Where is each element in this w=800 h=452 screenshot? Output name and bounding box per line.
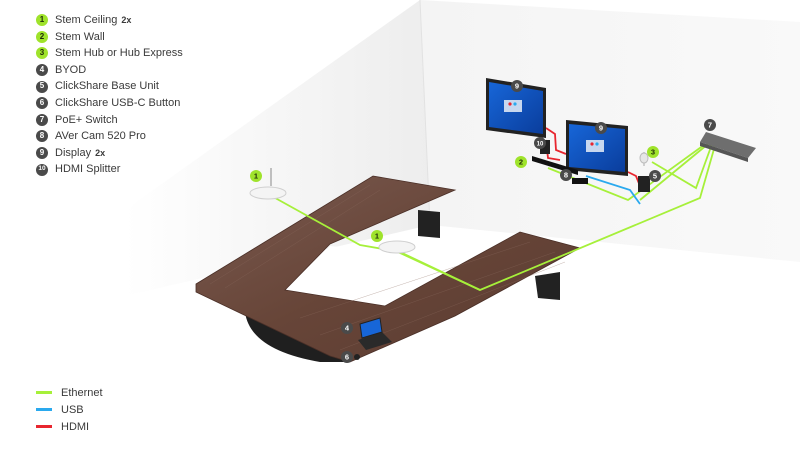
callout-hub: 3: [647, 146, 659, 158]
legend-item-camera: 8 AVer Cam 520 Pro: [36, 128, 183, 145]
legend-label: BYOD: [55, 63, 87, 76]
legend-label: HDMI Splitter: [55, 163, 121, 176]
legend-badge: 2: [36, 30, 48, 43]
table-top: [195, 175, 582, 363]
legend-badge: 3: [36, 47, 48, 60]
callout-display-right: 9: [595, 122, 607, 134]
legend-label: Display: [55, 146, 92, 159]
wood-grain: [209, 184, 566, 351]
svg-text:1: 1: [375, 232, 379, 241]
svg-text:3: 3: [651, 148, 655, 157]
legend-qty: 2x: [95, 147, 106, 158]
legend-item-stem-ceiling: 1 Stem Ceiling 2x: [36, 12, 183, 29]
legend-label: Stem Wall: [55, 30, 105, 43]
callout-wall-mic: 2: [515, 156, 527, 168]
cable-label: USB: [61, 403, 84, 416]
callout-switch: 7: [704, 119, 716, 131]
ceiling-mic-center: [378, 240, 416, 254]
table-leg-back: [418, 210, 440, 238]
legend-badge: 9: [36, 147, 48, 160]
base-unit: [638, 176, 650, 192]
legend-item-byod: 4 BYOD: [36, 62, 183, 79]
legend-badge: 5: [36, 80, 48, 93]
legend-item-hdmi-splitter: 10 HDMI Splitter: [36, 161, 183, 178]
display-right: [566, 120, 628, 176]
ethernet-swatch: [36, 391, 52, 394]
legend-label: Stem Hub or Hub Express: [55, 47, 183, 60]
usb-c-button: [354, 354, 360, 360]
poe-switch: [700, 132, 756, 162]
legend-item-base-unit: 5 ClickShare Base Unit: [36, 78, 183, 95]
usb-swatch: [36, 408, 52, 411]
legend-label: PoE+ Switch: [55, 113, 118, 126]
cable-label: Ethernet: [61, 386, 103, 399]
legend-label: ClickShare Base Unit: [55, 80, 159, 93]
svg-text:7: 7: [708, 121, 712, 130]
byod-laptop: [358, 317, 392, 350]
cable-legend: Ethernet USB HDMI: [36, 384, 103, 435]
legend-qty: 2x: [121, 15, 132, 25]
display-left: [486, 78, 546, 138]
callout-ceiling-left: 1: [250, 170, 262, 182]
svg-text:8: 8: [564, 171, 568, 180]
component-legend: 1 Stem Ceiling 2x 2 Stem Wall 3 Stem Hub…: [36, 12, 183, 178]
svg-text:2: 2: [519, 158, 523, 167]
svg-text:1: 1: [254, 172, 258, 181]
usb-cable: [585, 175, 641, 205]
legend-badge: 6: [36, 97, 48, 110]
cable-legend-ethernet: Ethernet: [36, 384, 103, 401]
legend-label: ClickShare USB-C Button: [55, 96, 181, 109]
callout-splitter: 10: [534, 137, 546, 149]
svg-text:5: 5: [653, 172, 657, 181]
hdmi-swatch: [36, 425, 52, 428]
ceiling-mic-left: [249, 168, 287, 200]
svg-text:9: 9: [599, 124, 603, 133]
cable-legend-hdmi: HDMI: [36, 418, 103, 435]
callout-ceiling-center: 1: [371, 230, 383, 242]
svg-text:10: 10: [537, 141, 544, 147]
legend-item-stem-wall: 2 Stem Wall: [36, 29, 183, 46]
legend-badge: 8: [36, 130, 48, 143]
callout-byod: 4: [341, 322, 353, 334]
stem-hub: [639, 152, 649, 166]
camera: [572, 178, 588, 184]
table-leg-right: [535, 272, 560, 300]
table-cutout: [290, 246, 452, 304]
legend-item-usb-c-button: 6 ClickShare USB-C Button: [36, 95, 183, 112]
svg-text:6: 6: [345, 353, 349, 362]
callout-usb-button: 6: [341, 351, 353, 363]
callout-display-left: 9: [511, 80, 523, 92]
legend-badge: 4: [36, 64, 48, 77]
legend-badge: 10: [36, 163, 48, 176]
svg-text:9: 9: [515, 82, 519, 91]
legend-label: Stem Ceiling: [55, 14, 118, 26]
legend-label: AVer Cam 520 Pro: [55, 130, 146, 143]
callout-camera: 8: [560, 169, 572, 181]
legend-badge: 1: [36, 14, 48, 27]
cable-label: HDMI: [61, 420, 90, 433]
legend-item-poe-switch: 7 PoE+ Switch: [36, 112, 183, 129]
legend-item-stem-hub: 3 Stem Hub or Hub Express: [36, 45, 183, 62]
callout-base-unit: 5: [649, 170, 661, 182]
hdmi-splitter: [540, 140, 550, 154]
legend-item-display: 9 Display 2x: [36, 145, 183, 162]
legend-badge: 7: [36, 113, 48, 126]
cable-legend-usb: USB: [36, 401, 103, 418]
svg-text:4: 4: [345, 324, 350, 333]
